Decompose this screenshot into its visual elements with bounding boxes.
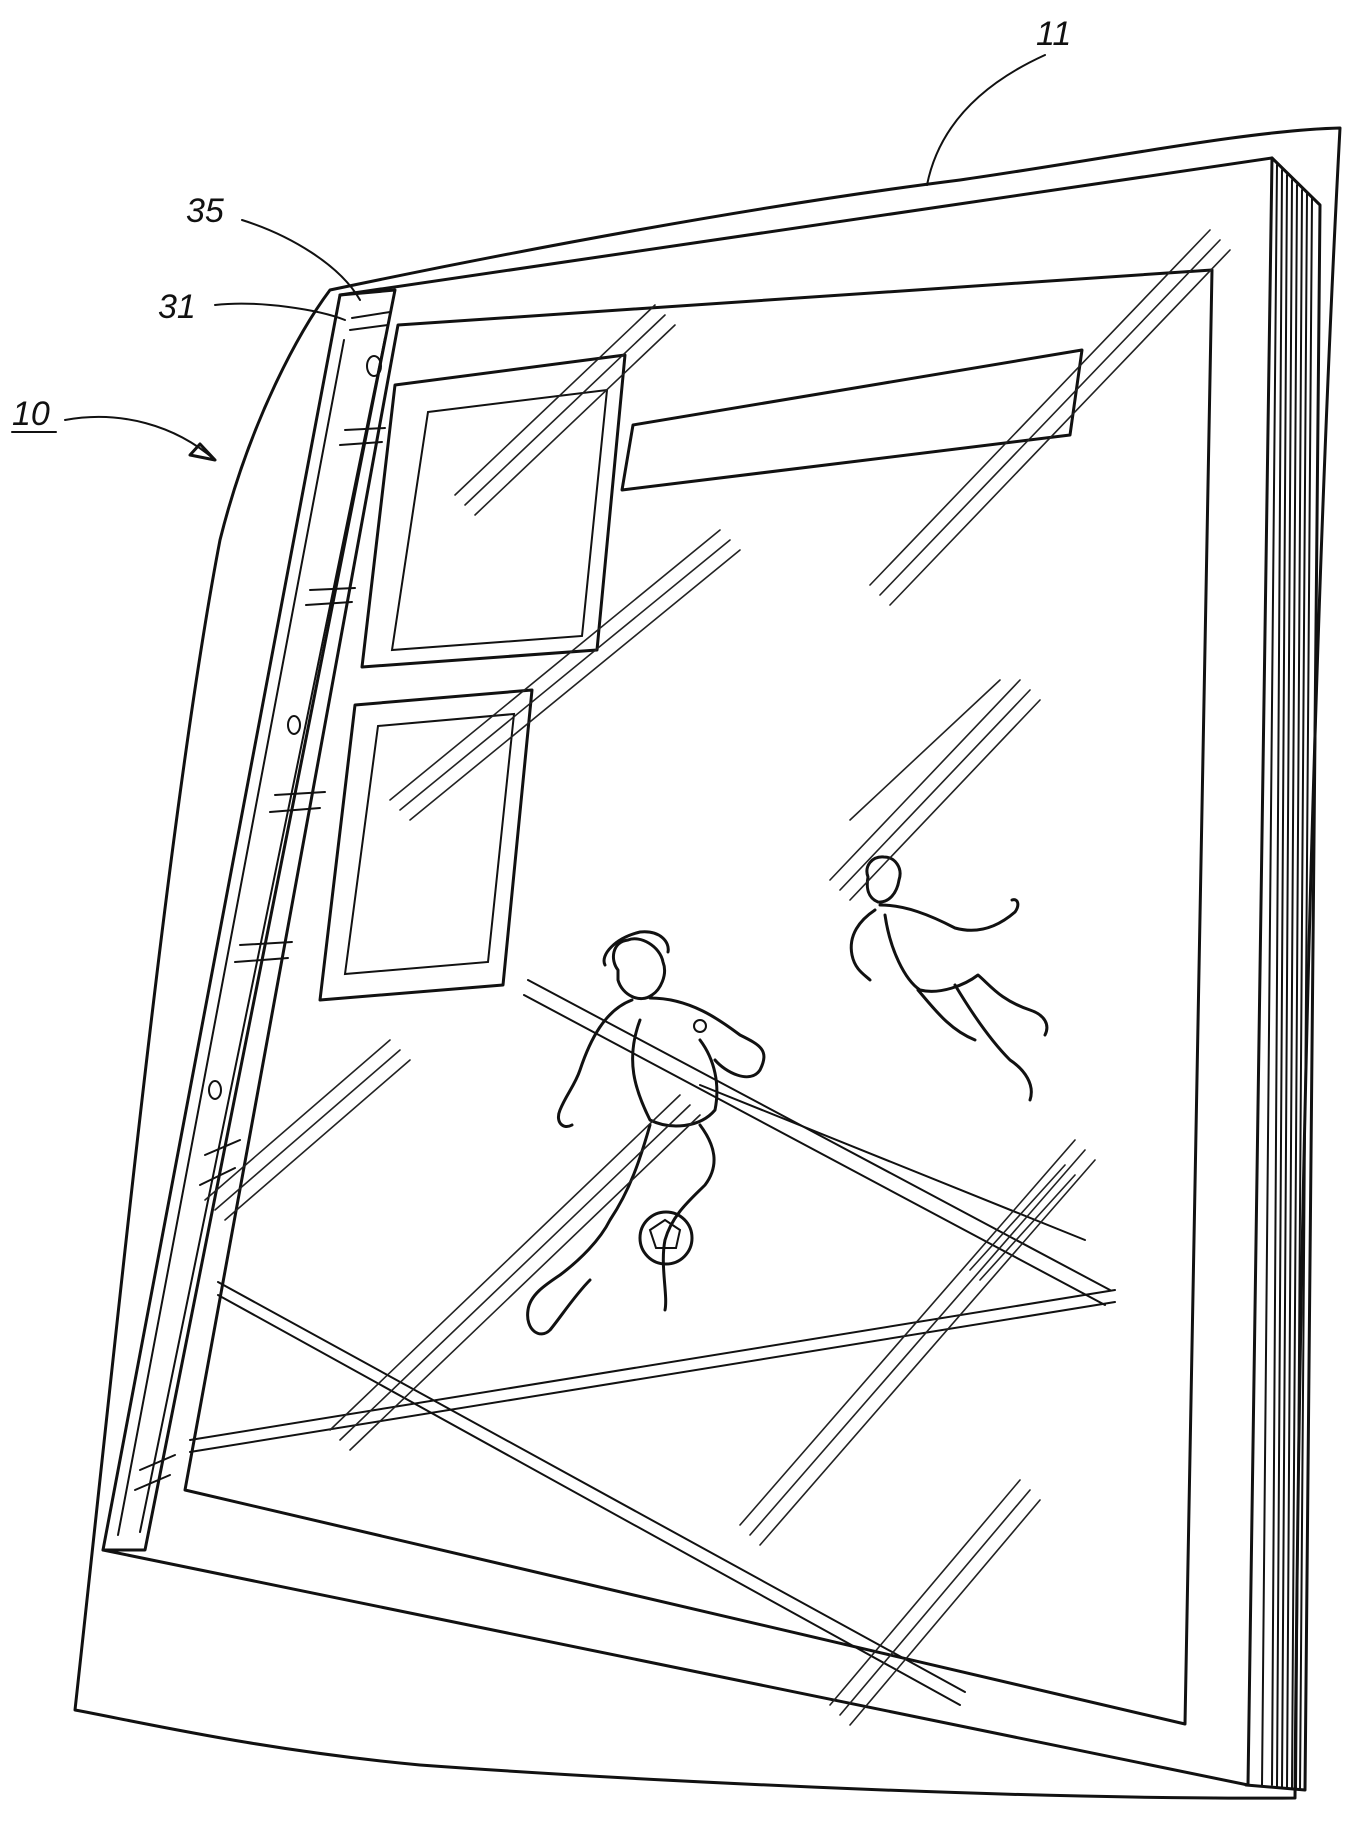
player-figure-kicking: [528, 932, 764, 1334]
arrow-head: [190, 444, 215, 460]
title-box: [622, 350, 1082, 490]
player-figure-running: [851, 857, 1047, 1100]
label-11: 11: [1036, 15, 1071, 53]
glare-marks: [205, 230, 1230, 1725]
photo-box-upper: [362, 355, 625, 667]
outer-sleeve: [75, 128, 1340, 1798]
label-10: 10: [12, 395, 50, 433]
label-35: 35: [186, 192, 224, 230]
label-31: 31: [158, 288, 196, 326]
